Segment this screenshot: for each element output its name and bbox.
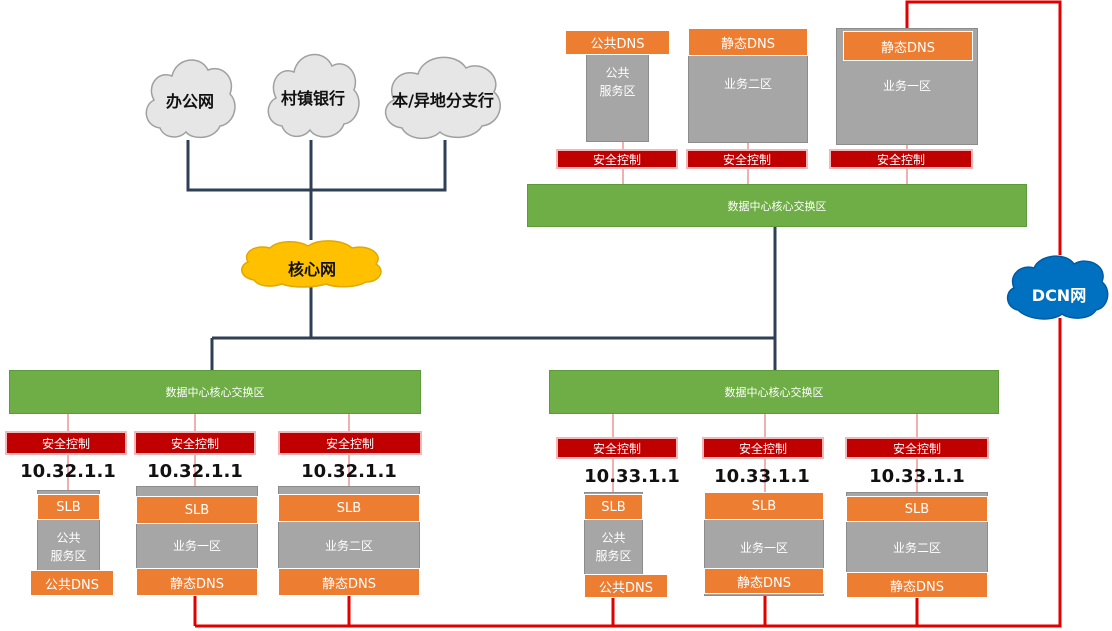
left-public-zone-label: 公共 服务区 bbox=[50, 531, 87, 563]
office-network-label: 办公网 bbox=[165, 92, 214, 111]
village-bank-label: 村镇银行 bbox=[280, 89, 345, 108]
core-network-label: 核心网 bbox=[287, 260, 336, 279]
left-static-dns-2: 静态DNS bbox=[278, 568, 420, 596]
left-slb-3: SLB bbox=[278, 494, 420, 522]
dcn-links bbox=[193, 0, 1062, 628]
core-network-cloud-icon bbox=[241, 240, 382, 288]
top-public-dns: 公共DNS bbox=[565, 30, 670, 55]
village-bank-cloud-icon bbox=[267, 53, 360, 138]
top-static-dns-1: 静态DNS bbox=[843, 31, 973, 61]
left-security-control-3: 安全控制 bbox=[278, 431, 422, 455]
top-security-control-2: 安全控制 bbox=[686, 149, 808, 169]
right-public-zone-label: 公共 服务区 bbox=[595, 531, 632, 563]
right-static-dns-2: 静态DNS bbox=[846, 572, 988, 598]
dcn-network-cloud-icon bbox=[1006, 255, 1109, 320]
left-slb-1: SLB bbox=[37, 494, 100, 520]
branch-network-label: 本/异地分支行 bbox=[392, 91, 494, 110]
office-network-cloud-icon bbox=[145, 59, 236, 139]
right-business-zone-1-label: 业务一区 bbox=[739, 541, 788, 555]
top-dc-core-switch: 数据中心核心交换区 bbox=[527, 184, 1027, 227]
top-business-zone-2-label: 业务二区 bbox=[723, 77, 772, 91]
left-business-zone-1-label: 业务一区 bbox=[172, 539, 221, 553]
right-slb-2: SLB bbox=[704, 492, 824, 520]
right-security-control-3: 安全控制 bbox=[845, 437, 989, 459]
left-ip-3: 10.32.1.1 bbox=[301, 461, 397, 482]
right-slb-1: SLB bbox=[584, 494, 643, 520]
left-security-control-1: 安全控制 bbox=[5, 431, 127, 455]
dcn-top-link bbox=[905, 0, 1062, 255]
top-security-control-3: 安全控制 bbox=[829, 149, 973, 169]
wan-links bbox=[186, 140, 777, 370]
left-business-zone-2-label: 业务二区 bbox=[324, 539, 373, 553]
right-security-control-1: 安全控制 bbox=[556, 437, 678, 459]
right-ip-1: 10.33.1.1 bbox=[584, 466, 680, 487]
right-ip-3: 10.33.1.1 bbox=[869, 466, 965, 487]
left-dc-core-switch: 数据中心核心交换区 bbox=[9, 370, 421, 414]
right-slb-3: SLB bbox=[846, 496, 988, 522]
top-security-control-1: 安全控制 bbox=[556, 149, 678, 169]
left-ip-1: 10.32.1.1 bbox=[20, 461, 116, 482]
wan-bus-line bbox=[186, 140, 447, 192]
left-ip-2: 10.32.1.1 bbox=[147, 461, 243, 482]
left-public-dns: 公共DNS bbox=[30, 570, 114, 596]
dcn-network-label: DCN网 bbox=[1031, 286, 1087, 305]
top-public-zone-label: 公共 服务区 bbox=[599, 66, 636, 98]
right-ip-2: 10.33.1.1 bbox=[714, 466, 810, 487]
left-slb-2: SLB bbox=[136, 496, 258, 524]
top-static-dns-2: 静态DNS bbox=[688, 28, 808, 56]
left-security-control-2: 安全控制 bbox=[134, 431, 256, 455]
right-business-zone-2-label: 业务二区 bbox=[892, 541, 941, 555]
right-public-dns: 公共DNS bbox=[584, 574, 668, 598]
right-static-dns-1: 静态DNS bbox=[704, 568, 824, 594]
branch-cloud-icon bbox=[384, 56, 501, 140]
right-security-control-2: 安全控制 bbox=[702, 437, 824, 459]
right-dc-core-switch: 数据中心核心交换区 bbox=[549, 370, 999, 414]
left-static-dns-1: 静态DNS bbox=[136, 568, 258, 596]
top-business-zone-1-label: 业务一区 bbox=[882, 79, 931, 93]
dcn-bottom-link bbox=[195, 318, 1062, 628]
